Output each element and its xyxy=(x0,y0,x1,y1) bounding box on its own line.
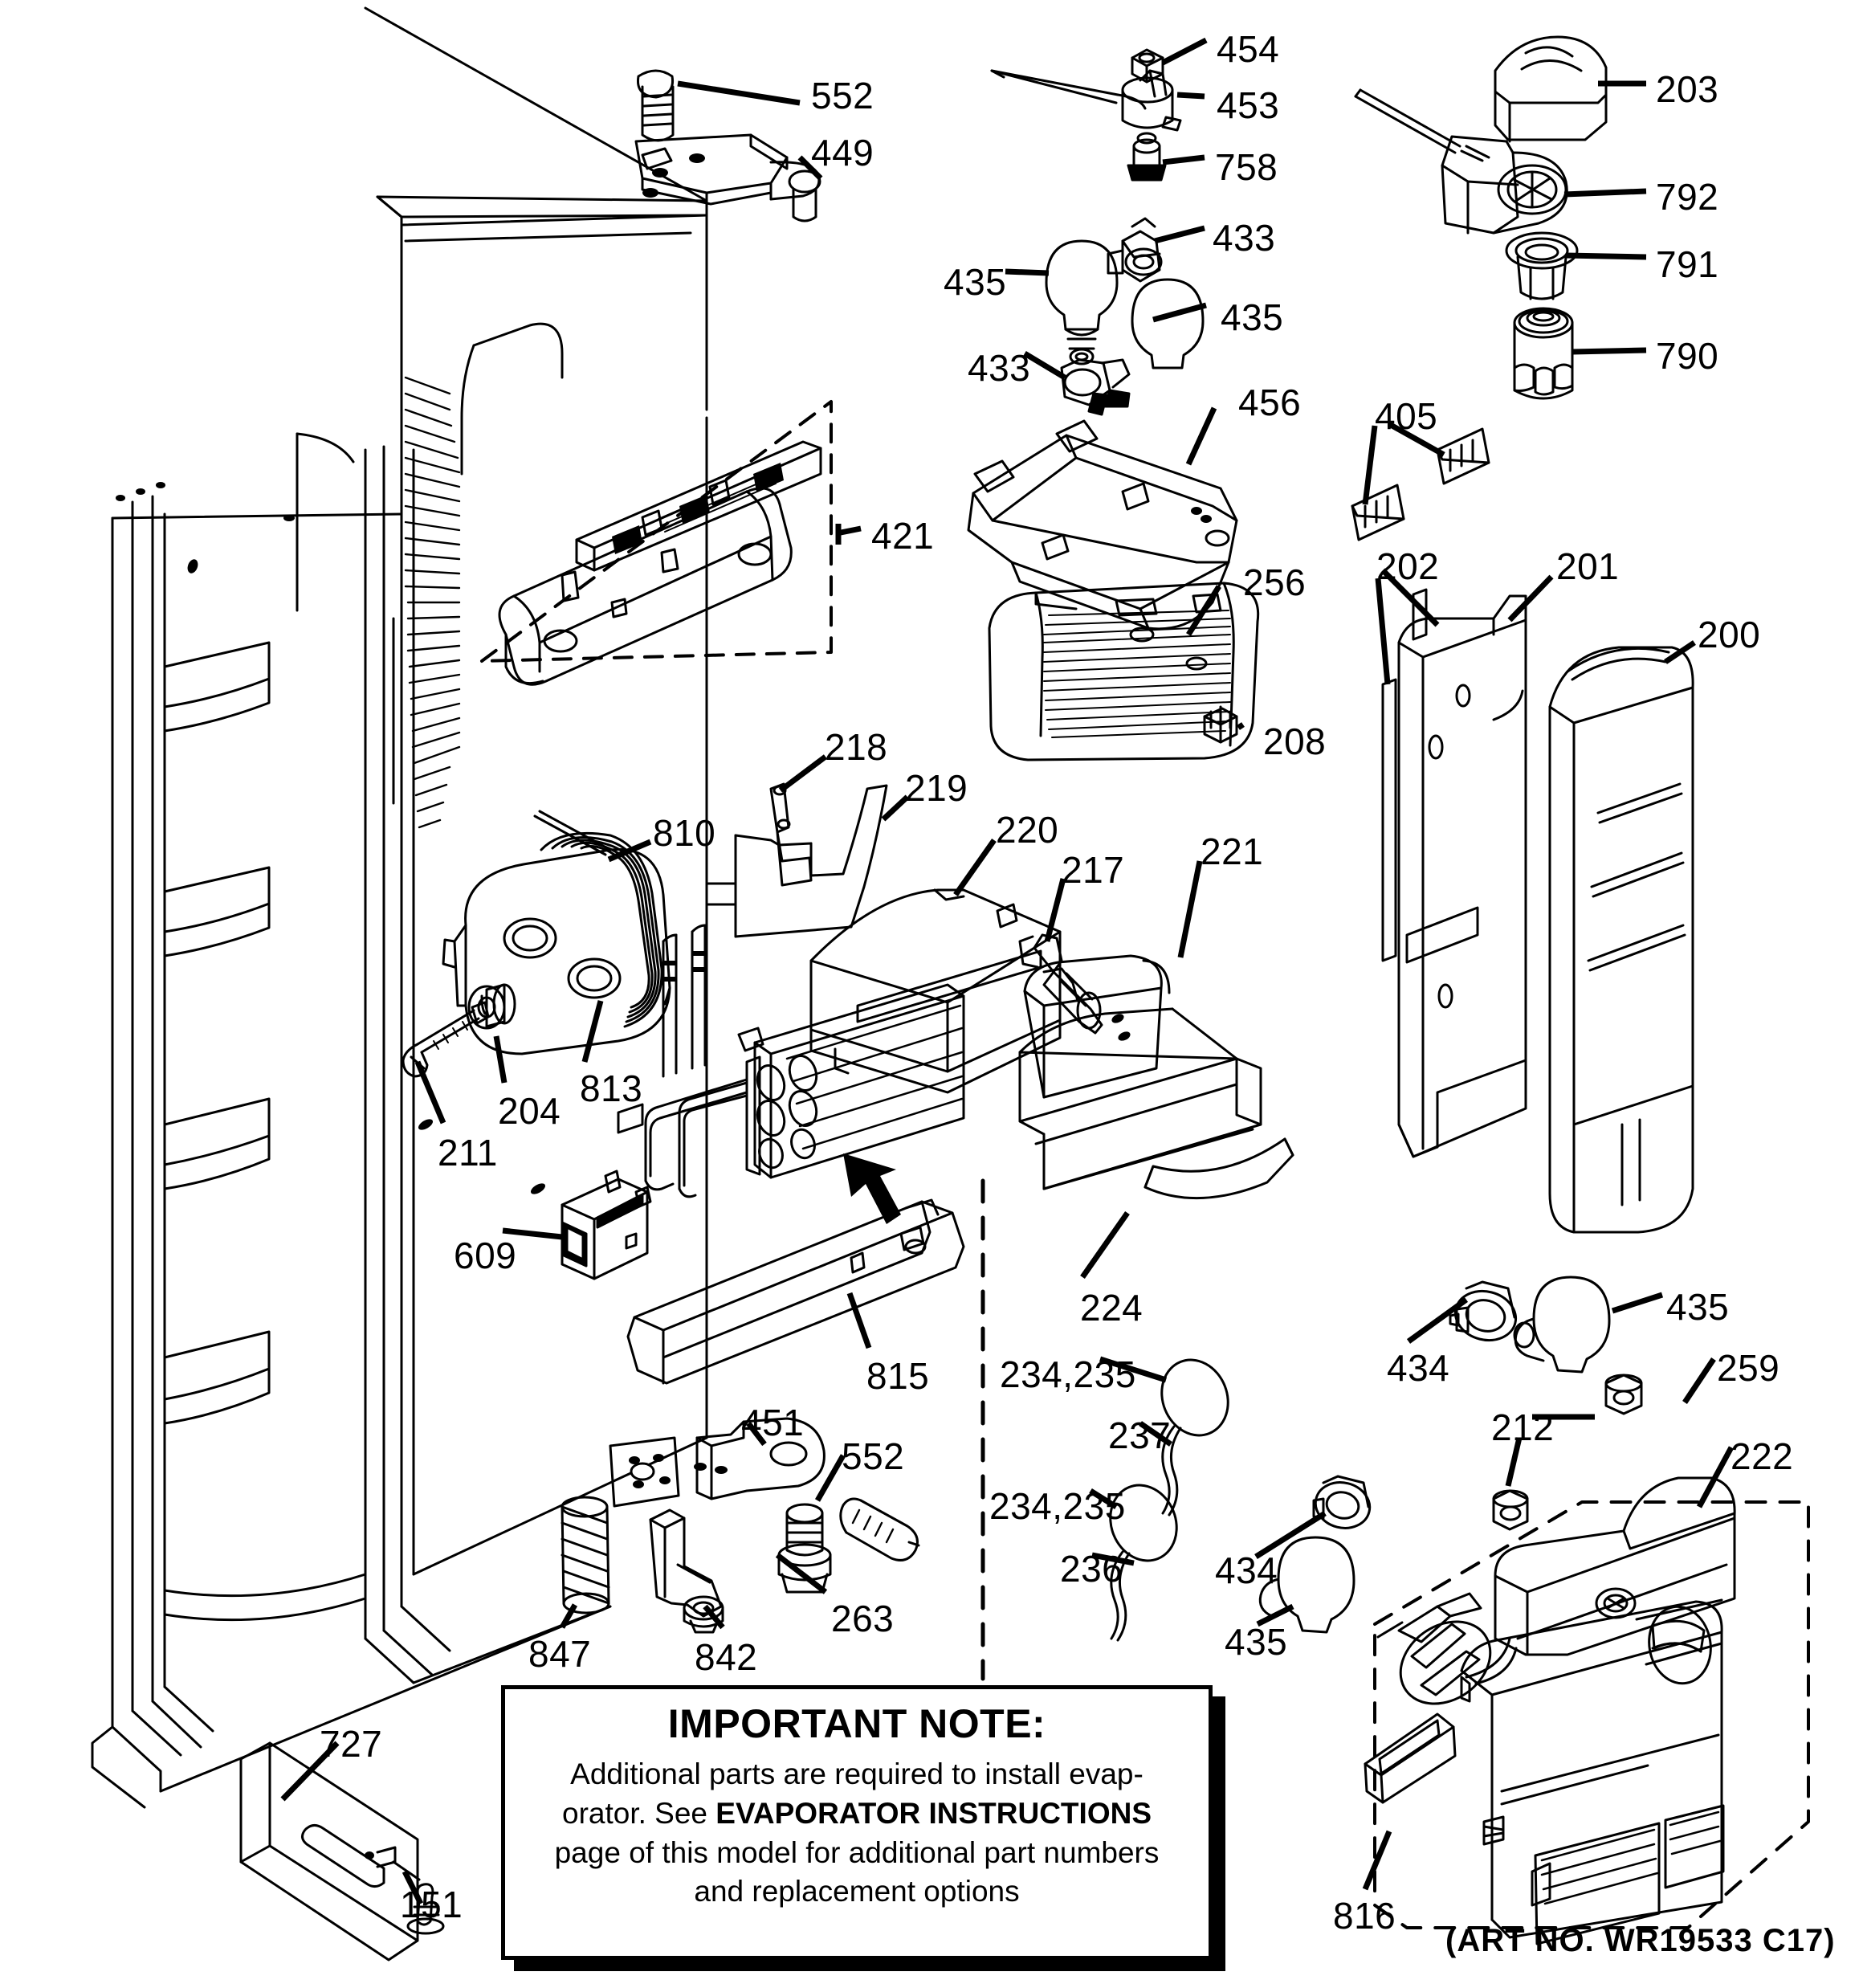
note-line-2-pre: orator. See xyxy=(562,1796,716,1830)
evaporator-coil-icon xyxy=(626,924,965,1385)
important-note-box: IMPORTANT NOTE: Additional parts are req… xyxy=(501,1685,1213,1960)
callout-263: 263 xyxy=(831,1598,895,1639)
pan-pin-icon xyxy=(1018,933,1103,1035)
callout-222: 222 xyxy=(1731,1435,1794,1477)
callout-434: 434 xyxy=(1215,1549,1278,1591)
callout-451: 451 xyxy=(741,1402,805,1443)
callout-219: 219 xyxy=(905,767,968,809)
callout-758: 758 xyxy=(1215,146,1278,188)
callout-813: 813 xyxy=(580,1067,643,1109)
callout-217: 217 xyxy=(1062,849,1125,891)
callout-456: 456 xyxy=(1238,382,1302,423)
callout-421: 421 xyxy=(871,515,935,557)
callout-810: 810 xyxy=(653,812,716,854)
shelf-nut-icon xyxy=(1203,705,1238,744)
control-panel-dashed-group xyxy=(480,400,833,686)
callout-234-235: 234,235 xyxy=(1000,1353,1136,1395)
callout-202: 202 xyxy=(1376,545,1440,587)
callout-151: 151 xyxy=(400,1884,463,1925)
pan-side-wall-icon xyxy=(705,784,888,938)
callout-220: 220 xyxy=(996,809,1059,851)
callout-791: 791 xyxy=(1656,243,1719,285)
callout-727: 727 xyxy=(320,1723,383,1765)
bottom-hinge-group-icon xyxy=(561,1417,920,1634)
note-line-2-bold: EVAPORATOR INSTRUCTIONS xyxy=(715,1796,1152,1830)
art-number-label: (ART NO. WR19533 C17) xyxy=(1445,1923,1836,1958)
ice-bin-icon xyxy=(1018,954,1294,1200)
callout-435: 435 xyxy=(1666,1286,1730,1328)
note-line-4: and replacement options xyxy=(694,1875,1020,1908)
callout-236: 236 xyxy=(1060,1548,1123,1590)
callout-405: 405 xyxy=(1375,395,1438,437)
callout-435: 435 xyxy=(944,261,1007,303)
toe-plate-icon xyxy=(239,1741,445,1961)
auger-motor-icon xyxy=(402,810,671,1078)
callout-434: 434 xyxy=(1387,1347,1450,1389)
callout-221: 221 xyxy=(1201,831,1264,872)
callout-815: 815 xyxy=(866,1355,930,1397)
shelf-frame-icon xyxy=(967,419,1238,631)
refrigerator-cabinet-icon xyxy=(91,6,708,1809)
side-rail-icon xyxy=(1381,588,1527,1158)
callout-218: 218 xyxy=(825,726,888,768)
callout-259: 259 xyxy=(1717,1347,1780,1389)
callout-847: 847 xyxy=(528,1633,592,1675)
shelf-clip-icon xyxy=(1351,427,1490,541)
note-line-2: orator. See EVAPORATOR INSTRUCTIONS xyxy=(518,1794,1196,1834)
tie-and-clamp-icon xyxy=(990,48,1182,182)
callout-792: 792 xyxy=(1656,176,1719,218)
callout-433: 433 xyxy=(968,347,1031,389)
door-panel-icon xyxy=(1548,646,1694,1234)
callout-435: 435 xyxy=(1225,1621,1288,1663)
callout-234-235: 234,235 xyxy=(989,1485,1126,1527)
callout-816: 816 xyxy=(1333,1895,1396,1937)
air-tower-dashed-group xyxy=(1364,1500,1810,1945)
callout-435: 435 xyxy=(1221,296,1284,338)
callout-237: 237 xyxy=(1108,1414,1172,1456)
callout-200: 200 xyxy=(1698,614,1761,655)
callout-842: 842 xyxy=(695,1636,758,1678)
callout-212: 212 xyxy=(1491,1406,1555,1448)
thermostat-disc-icon xyxy=(1109,1358,1229,1642)
callout-208: 208 xyxy=(1263,720,1327,762)
callout-454: 454 xyxy=(1217,28,1280,70)
note-line-1: Additional parts are required to install… xyxy=(570,1757,1143,1790)
callout-552: 552 xyxy=(842,1435,905,1477)
fresh-food-lamp-icon xyxy=(1258,1276,1611,1634)
callout-201: 201 xyxy=(1556,545,1620,587)
top-hinge-assembly-icon xyxy=(634,69,821,222)
rail-bracket-icon xyxy=(769,782,813,887)
callout-224: 224 xyxy=(1080,1287,1143,1329)
water-filter-assembly-icon xyxy=(1354,35,1608,400)
callout-433: 433 xyxy=(1213,217,1276,259)
callout-211: 211 xyxy=(438,1132,498,1174)
door-switch-icon xyxy=(561,1170,652,1280)
note-title: IMPORTANT NOTE: xyxy=(667,1701,1046,1746)
light-bulb-socket-group-icon xyxy=(1045,217,1205,416)
callout-552: 552 xyxy=(811,75,874,116)
note-body: Additional parts are required to install… xyxy=(505,1755,1209,1923)
crisper-pan-icon xyxy=(988,582,1260,761)
callout-203: 203 xyxy=(1656,68,1719,110)
callout-453: 453 xyxy=(1217,84,1280,126)
pan-shelf-icon xyxy=(809,888,1062,1094)
note-line-3: page of this model for additional part n… xyxy=(554,1835,1160,1869)
callout-609: 609 xyxy=(454,1235,517,1276)
callout-449: 449 xyxy=(811,132,874,173)
callout-256: 256 xyxy=(1243,561,1307,603)
callout-204: 204 xyxy=(498,1090,561,1132)
callout-790: 790 xyxy=(1656,335,1719,377)
